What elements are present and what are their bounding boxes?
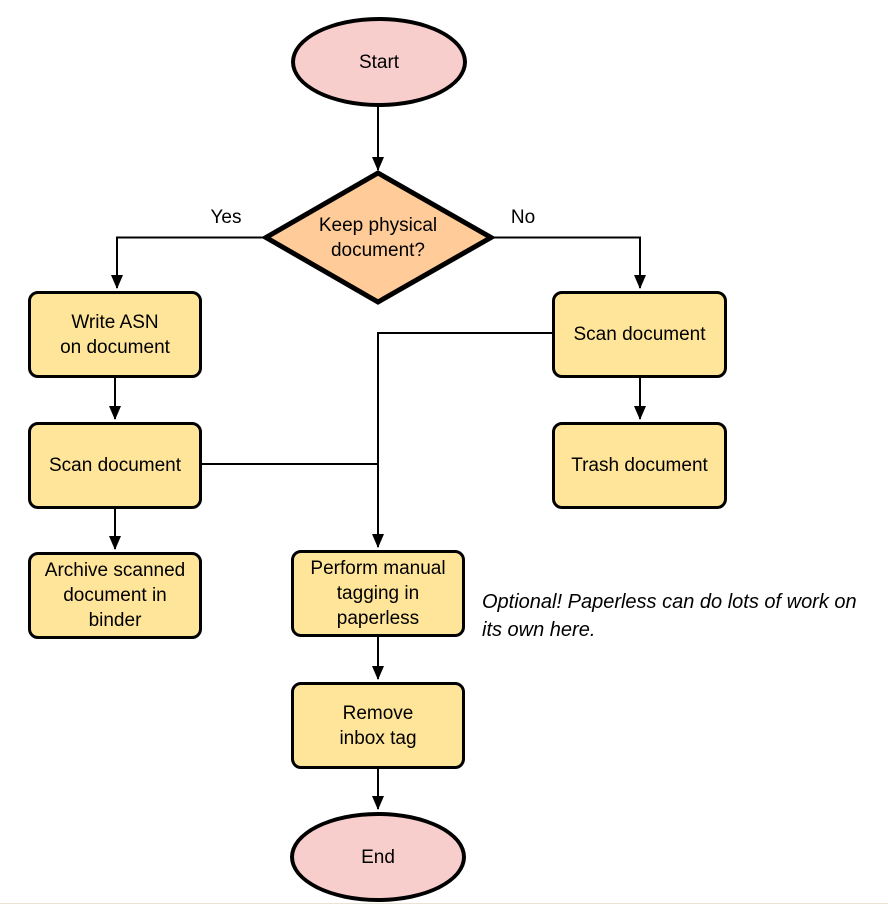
yes-edge-label: Yes xyxy=(210,207,242,228)
optional-note-text: Optional! Paperless can do lots of work … xyxy=(482,591,857,641)
write-asn-node: Write ASN on document xyxy=(28,291,202,378)
decision-node-label: Keep physical document? xyxy=(318,215,438,261)
decision-diamond-shape xyxy=(260,170,497,305)
scan-document-left-node: Scan document xyxy=(28,422,202,509)
end-node: End xyxy=(290,812,466,902)
trash-document-node: Trash document xyxy=(552,422,727,509)
no-edge-label: No xyxy=(510,207,536,228)
edge-decision-yes-branch xyxy=(111,236,265,289)
manual-tagging-node: Perform manual tagging in paperless xyxy=(291,550,465,637)
scan-document-right-node: Scan document xyxy=(552,291,727,378)
edge-decision-no-branch xyxy=(492,236,646,289)
edge-scanright-to-tagging xyxy=(372,332,552,548)
archive-document-node: Archive scanned document in binder xyxy=(28,552,202,639)
remove-inbox-tag-node: Remove inbox tag xyxy=(291,682,465,769)
start-node: Start xyxy=(291,17,467,107)
bottom-edge-rule xyxy=(0,903,888,904)
